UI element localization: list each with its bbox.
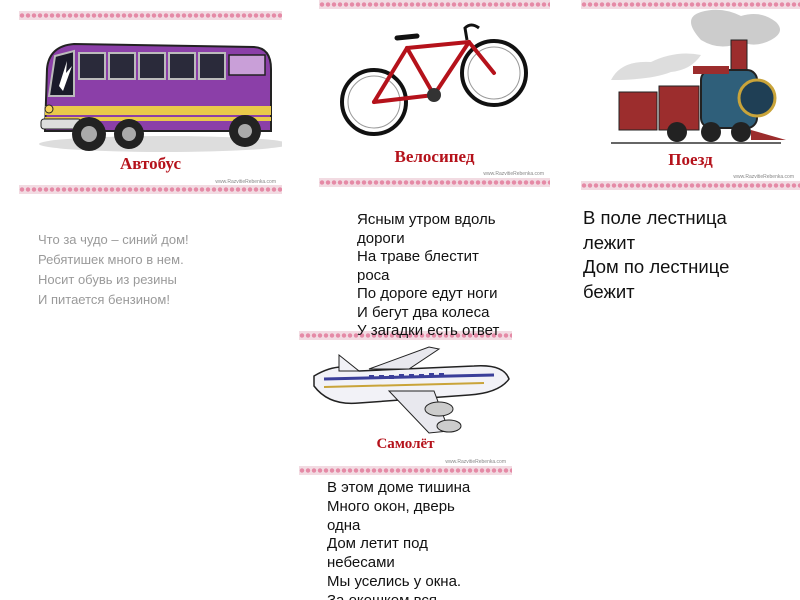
poem-line: одна <box>327 516 361 534</box>
poem-line: Носит обувь из резины <box>38 272 177 287</box>
card-border-bottom <box>299 466 512 475</box>
poem-line: У загадки есть ответ <box>357 322 500 339</box>
poem-line: роса <box>357 266 390 284</box>
train-image <box>611 9 786 144</box>
watermark: www.RazvitieRebenka.com <box>445 459 506 465</box>
card-caption: Автобус <box>119 154 182 173</box>
bus-image <box>39 42 282 152</box>
poem-line: небесами <box>327 554 395 572</box>
airplane-image <box>313 346 510 434</box>
poem-line: И питается бензином! <box>38 292 170 307</box>
card-caption: Поезд <box>668 150 713 169</box>
card-border-top <box>319 0 550 9</box>
poem-line: лежит <box>583 231 636 253</box>
poem-line: Ясным утром вдоль <box>357 211 496 228</box>
poem-train: В поле лестница лежит Дом по лестнице бе… <box>583 206 798 304</box>
poem-line: В этом доме тишина <box>327 479 471 496</box>
card-border-top <box>19 11 282 20</box>
card-bus: Автобус www.RazvitieRebenka.com <box>19 11 282 194</box>
poem-line: Дом по лестнице <box>583 256 730 277</box>
poem-bus: Что за чудо – синий дом! Ребятишек много… <box>38 230 278 310</box>
watermark: www.RazvitieRebenka.com <box>215 179 276 185</box>
poem-line: На траве блестит <box>357 248 479 265</box>
poem-line: Мы уселись у окна. <box>327 572 462 590</box>
card-border-bottom <box>19 185 282 194</box>
card-train: Поезд www.RazvitieRebenka.com <box>581 0 800 190</box>
watermark: www.RazvitieRebenka.com <box>483 171 544 177</box>
card-caption: Самолёт <box>376 436 435 452</box>
poem-line: Много окон, дверь <box>327 497 455 515</box>
card-caption: Велосипед <box>394 147 475 166</box>
card-border-top <box>581 0 800 9</box>
poem-airplane: В этом доме тишина Много окон, дверь одн… <box>327 479 507 600</box>
card-border-top <box>299 331 512 340</box>
bicycle-image <box>340 23 528 136</box>
poem-line: Дом летит под <box>327 535 428 553</box>
poem-bicycle: Ясным утром вдоль дороги На траве блести… <box>357 211 547 339</box>
watermark: www.RazvitieRebenka.com <box>733 174 794 180</box>
poem-line: бежит <box>583 280 635 302</box>
poem-line: По дороге едут ноги <box>357 285 498 302</box>
poem-line: За окошком вся <box>327 592 507 600</box>
poem-line: И бегут два колеса <box>357 303 490 321</box>
poem-line: Что за чудо – синий дом! <box>38 232 189 247</box>
poem-line: Ребятишек много в нем. <box>38 252 184 267</box>
poem-line: дороги <box>357 229 405 247</box>
card-border-bottom <box>581 181 800 190</box>
card-airplane: Самолёт www.RazvitieRebenka.com <box>299 331 512 475</box>
card-border-bottom <box>319 178 550 187</box>
card-bicycle: Велосипед www.RazvitieRebenka.com <box>319 0 550 187</box>
poem-line: В поле лестница <box>583 207 727 228</box>
